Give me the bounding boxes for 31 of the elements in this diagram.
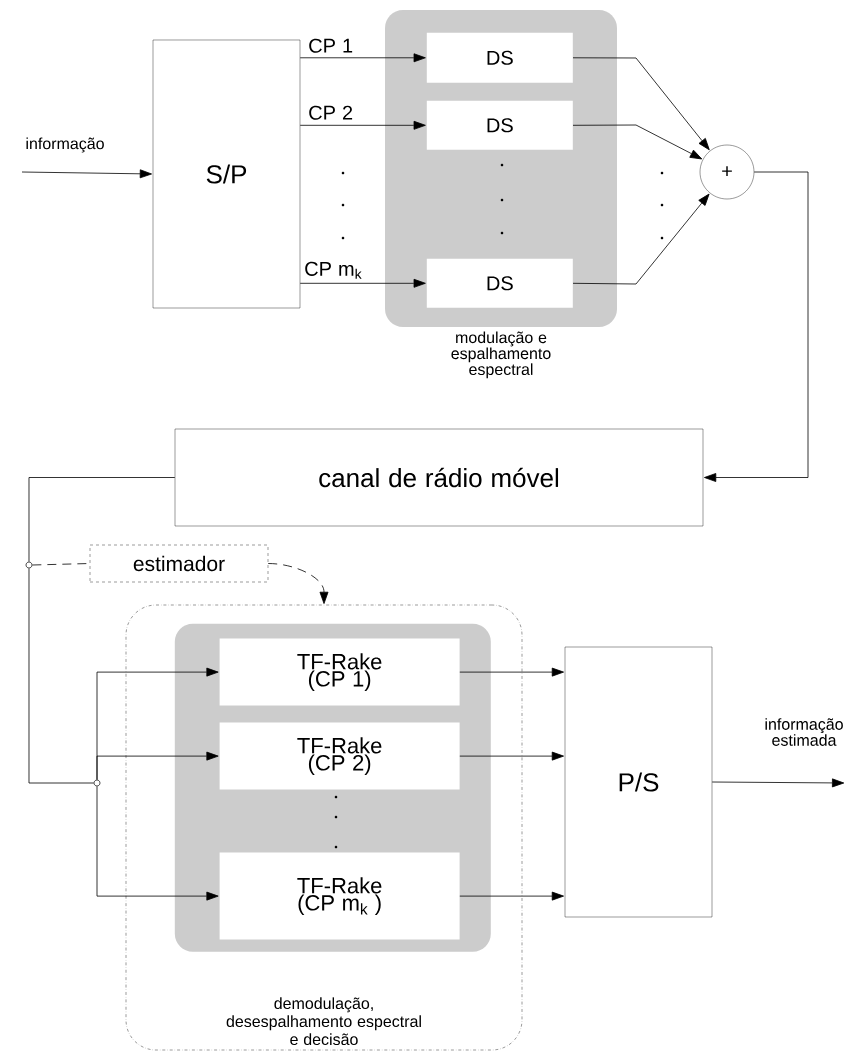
- arrow: [21, 169, 152, 179]
- arrow: [572, 193, 710, 285]
- block-box: S/P: [152, 39, 301, 309]
- block-box: TF-Rake (CP 2): [219, 722, 460, 790]
- arrow: [459, 751, 564, 761]
- arrow: [299, 278, 426, 288]
- block-box: canal de rádio móvel: [174, 428, 704, 527]
- edge-label: CP 2: [309, 105, 353, 120]
- arrow: [96, 785, 219, 901]
- block-box: TF-Rake (CP 1): [219, 638, 460, 706]
- arrow: [704, 171, 809, 482]
- arrow: [711, 778, 845, 788]
- arrow: [459, 891, 564, 901]
- edge-label: informação: [26, 137, 104, 153]
- block-box: P/S: [564, 646, 713, 918]
- node-label: modulação e espalhamento espectral: [451, 331, 551, 379]
- arrow: [459, 667, 564, 677]
- arrow: [299, 53, 426, 63]
- block-box: DS: [426, 32, 573, 83]
- edge-label: informação estimada: [765, 718, 843, 746]
- dashed-box: estimador: [89, 544, 269, 583]
- block-box: DS: [426, 258, 573, 308]
- arrow: [299, 120, 426, 130]
- arrow: [572, 124, 703, 160]
- edge-label: CP 1: [309, 38, 353, 53]
- block-box: TF-Rake (CP m$_{k}$ ): [219, 852, 460, 940]
- arrow: [572, 57, 710, 151]
- arrow: [96, 751, 219, 781]
- edge-label: CP m$_{k}$: [305, 261, 362, 279]
- block-box: DS: [426, 100, 573, 150]
- arrow: [267, 563, 329, 604]
